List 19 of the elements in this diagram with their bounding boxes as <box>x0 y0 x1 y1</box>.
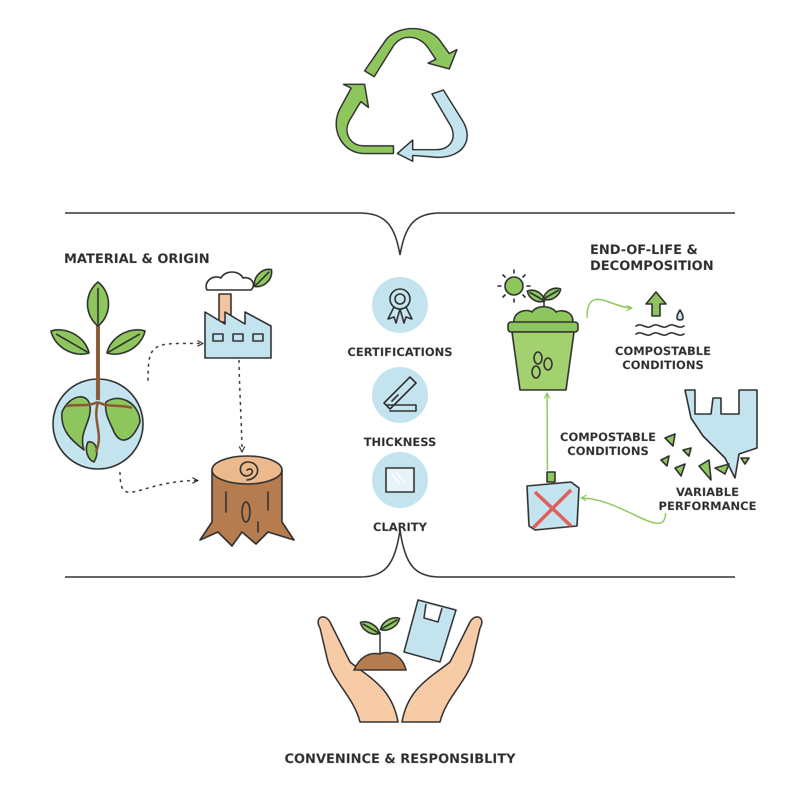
tree-stump-drawing <box>198 452 298 547</box>
arrow <box>586 298 633 318</box>
dotted-arrow <box>119 472 199 493</box>
crossed-out-box-drawing <box>525 470 581 532</box>
category-label: CERTIFICATIONS <box>347 345 453 359</box>
caption-text: VARIABLE PERFORMANCE <box>658 485 758 513</box>
dotted-arrow <box>147 340 204 381</box>
factory-drawing <box>203 268 275 360</box>
category-label: THICKNESS <box>364 435 436 449</box>
caption-text: COMPOSTABLE CONDITIONS <box>614 344 712 372</box>
section-heading: MATERIAL & ORIGIN <box>64 252 211 268</box>
arrow <box>544 392 550 470</box>
dotted-arrow <box>238 360 246 453</box>
category-label: CLARITY <box>373 520 427 534</box>
globe-with-plant-drawing <box>48 282 148 472</box>
edge-label: COMPOSTABLE CONDITIONS <box>558 430 658 458</box>
section-heading: END-OF-LIFE & DECOMPOSITION <box>590 243 715 275</box>
arrow <box>580 495 666 524</box>
section-heading: CONVENINCE & RESPONSIBLITY <box>283 752 517 768</box>
